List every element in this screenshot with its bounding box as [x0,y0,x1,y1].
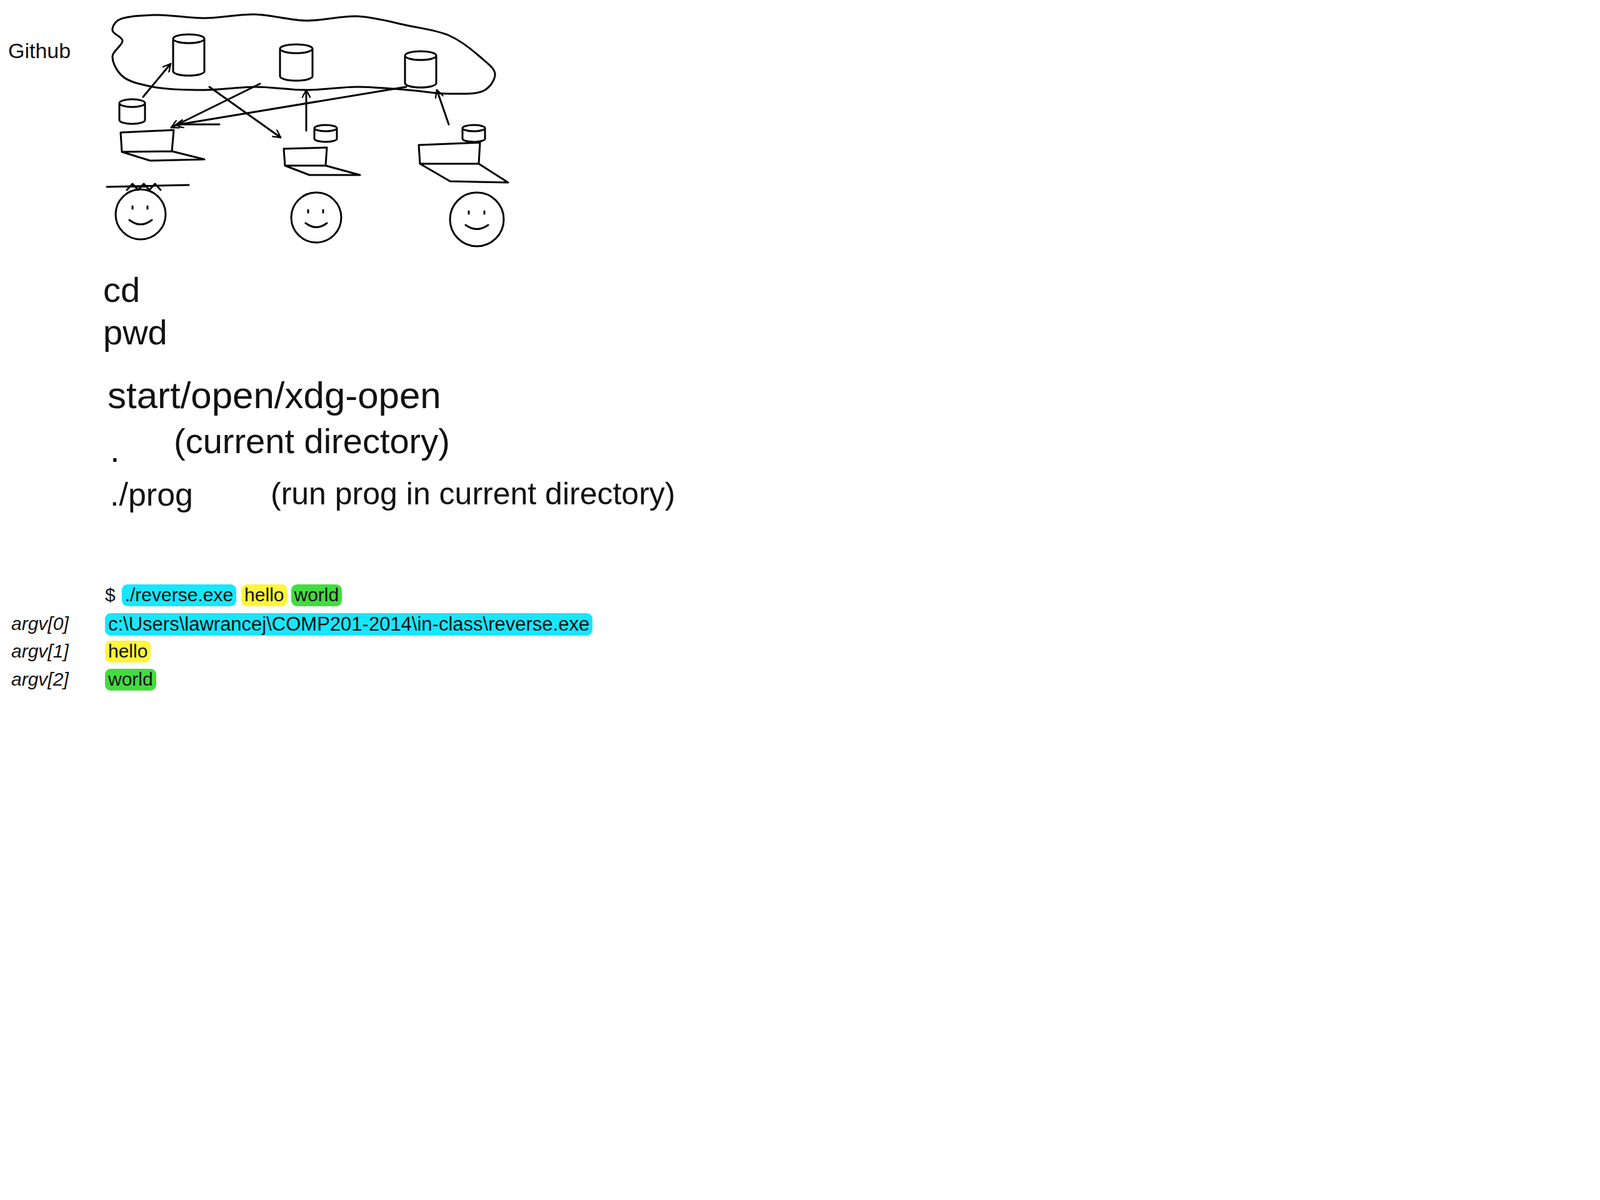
prompt: $ [105,584,116,607]
face-features [129,206,152,225]
hat [106,183,189,190]
laptop [418,142,509,183]
command: ./prog [110,476,194,514]
laptop [283,147,360,175]
cloud: Github [112,11,497,94]
push-arrow [436,90,449,125]
command: start/open/xdg-open [107,373,442,417]
arg-value: c:\Users\lawrancej\COMP201-2014\in-class… [105,613,593,636]
clone-arrow [175,86,407,125]
cloud-border [112,14,495,94]
note: (current directory) [173,421,450,462]
arg-value: hello [105,640,151,663]
command: . [110,430,120,470]
repo-cylinder [173,34,205,76]
command: cd [103,270,140,310]
local-repo [314,125,337,142]
local-repo [462,125,485,142]
face [291,192,342,243]
arg-text: ./reverse.exe [121,584,237,607]
cloud-outline [112,11,497,94]
face-features [465,211,489,230]
face-features [305,210,327,228]
push-arrow [143,63,171,97]
cloud-heading: Github [8,38,71,64]
local-repo [119,99,145,124]
argv-label: argv[2] [11,668,69,691]
push-arrow [305,90,308,131]
arg-text: hello [241,584,287,607]
argv-label: argv[0] [11,613,69,635]
face [450,192,504,247]
note: (run prog in current directory) [270,476,675,513]
stroke [178,123,220,126]
repo-cylinder [280,44,313,81]
arg-text: world [291,584,343,607]
command: pwd [103,312,168,353]
arg-value: world [105,668,157,691]
face [115,189,166,240]
clone-arrow [209,86,281,138]
repo-cylinder [405,51,437,88]
argv-label: argv[1] [11,640,69,663]
laptop [120,130,205,161]
